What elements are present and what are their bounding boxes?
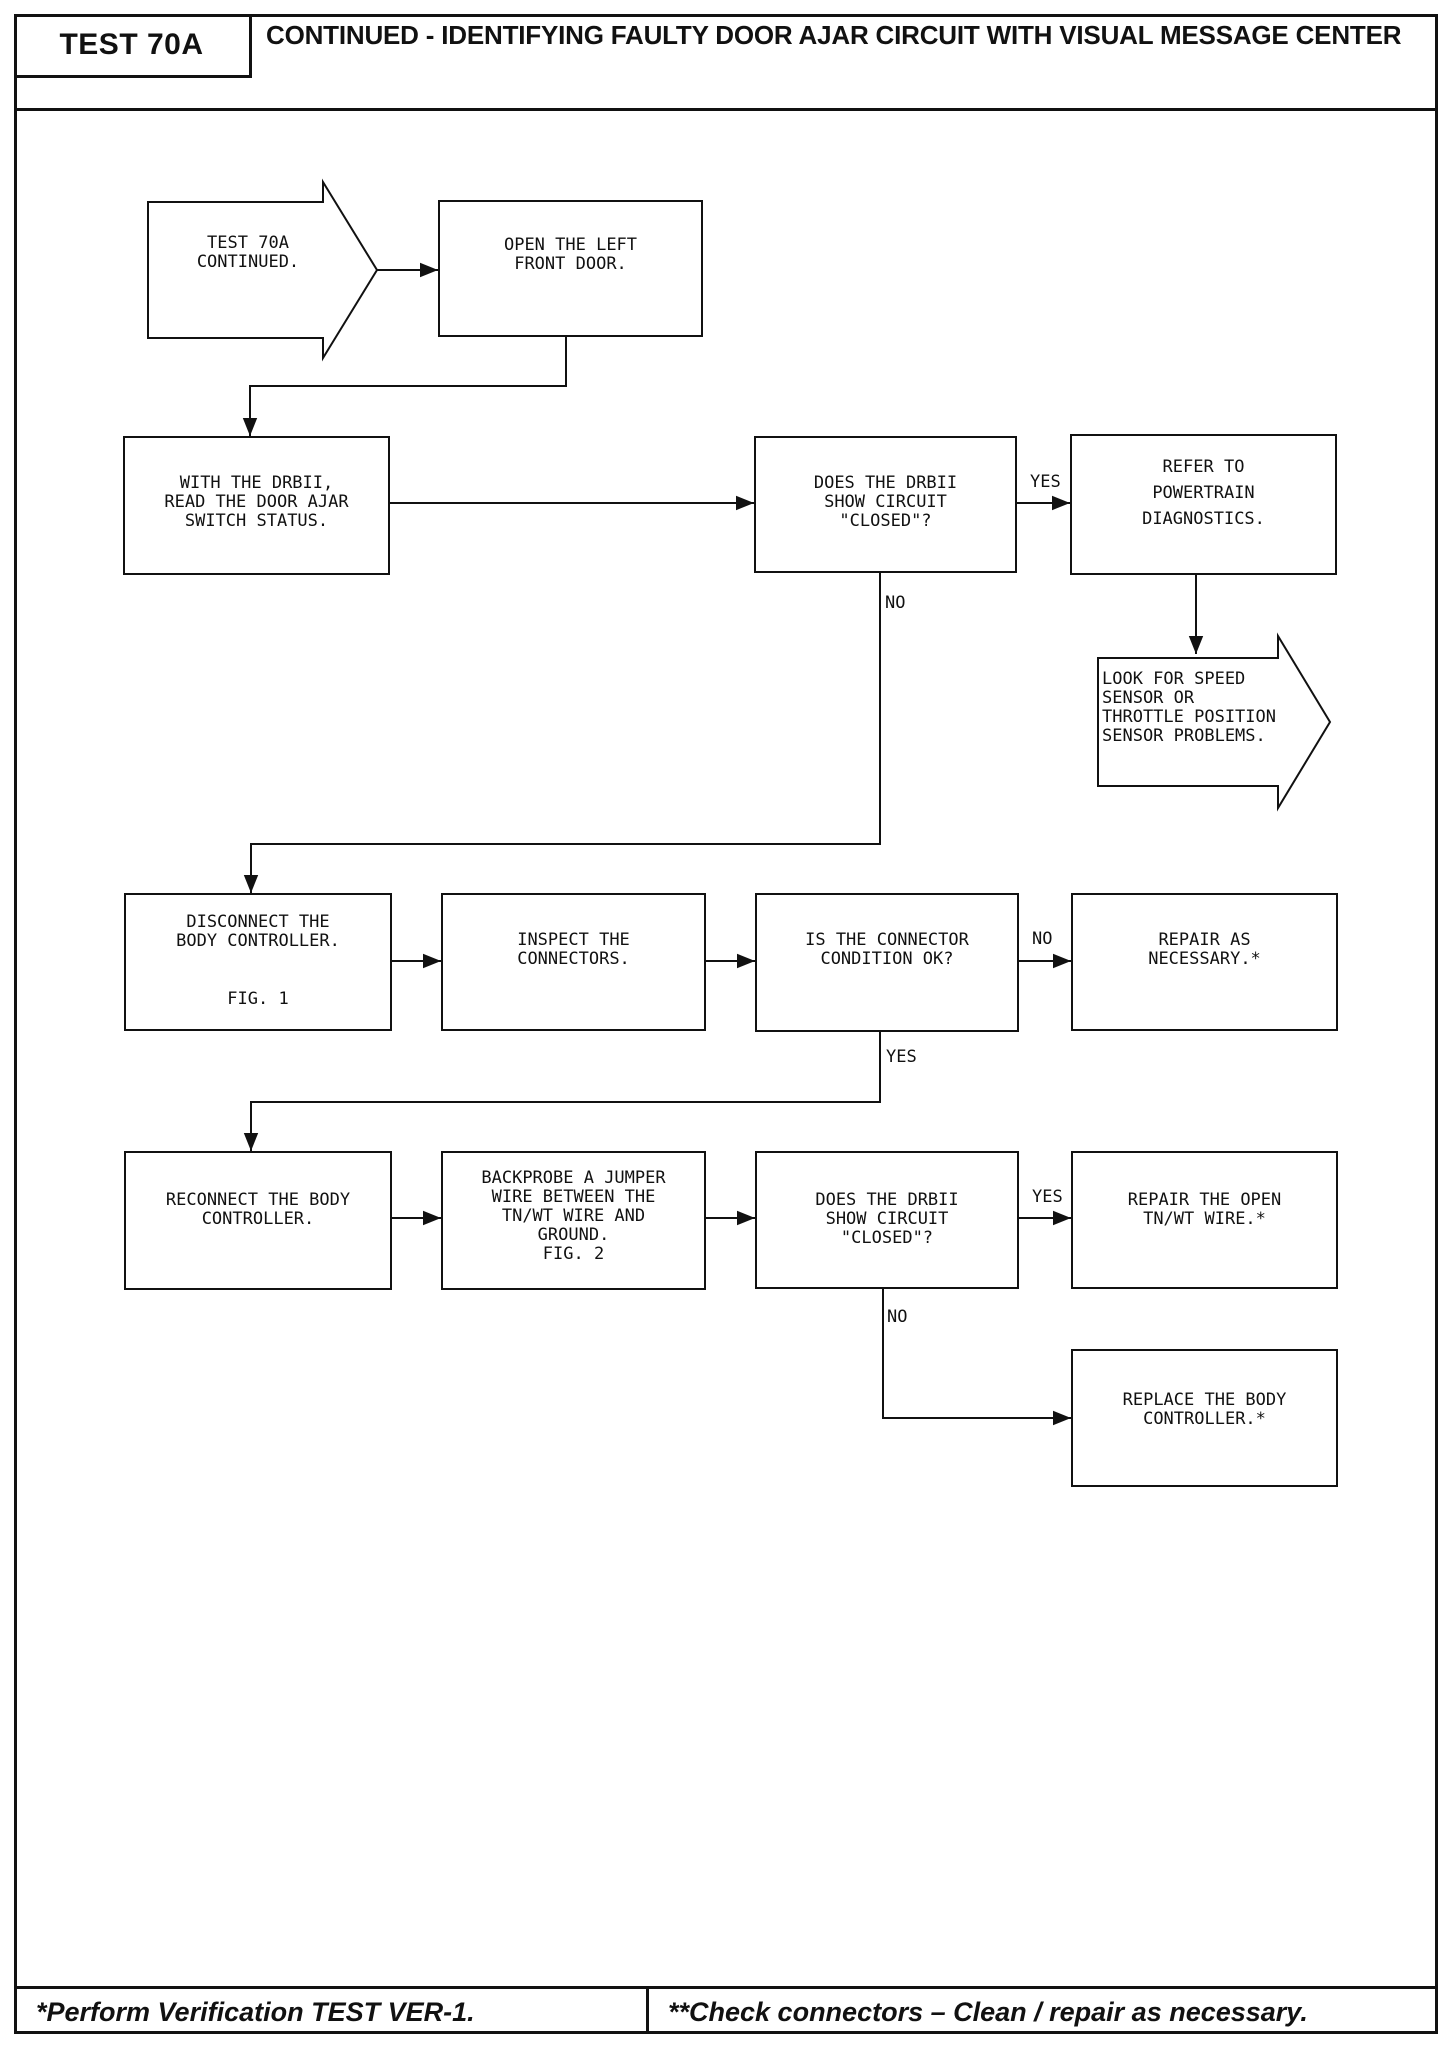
start-arrow-shape [147, 178, 379, 362]
test-label: TEST 70A [14, 14, 252, 78]
connector-ok-decision: IS THE CONNECTOR CONDITION OK? [755, 893, 1019, 1032]
page-frame [14, 14, 1438, 2034]
connector-drbii2-to-replace [882, 1289, 1071, 1426]
reconnect-box: RECONNECT THE BODY CONTROLLER. [124, 1151, 392, 1290]
fig-1-label: FIG. 1 [227, 989, 289, 1009]
footer-verification-note: *Perform Verification TEST VER-1. [36, 1996, 475, 2027]
connector-open-to-read [242, 337, 567, 436]
header-divider [14, 108, 1438, 111]
repair-necessary-box: REPAIR AS NECESSARY.* [1071, 893, 1338, 1031]
no-label-3: NO [887, 1307, 908, 1327]
no-label-1: NO [885, 593, 906, 613]
drbii-closed-decision-1: DOES THE DRBII SHOW CIRCUIT "CLOSED"? [754, 436, 1017, 573]
footer-column-divider [646, 1986, 649, 2034]
repair-open-box: REPAIR THE OPEN TN/WT WIRE.* [1071, 1151, 1338, 1289]
open-door-box: OPEN THE LEFT FRONT DOOR. [438, 200, 703, 337]
replace-box: REPLACE THE BODY CONTROLLER.* [1071, 1349, 1338, 1487]
start-arrow-text: TEST 70A CONTINUED. [196, 233, 300, 272]
disconnect-box: DISCONNECT THE BODY CONTROLLER. FIG. 1 [124, 893, 392, 1031]
connector-drbii1-to-disconnect [243, 573, 881, 893]
footer-connector-note: **Check connectors – Clean / repair as n… [668, 1996, 1308, 2027]
powertrain-box: REFER TO POWERTRAIN DIAGNOSTICS. [1070, 434, 1337, 575]
footer-divider [14, 1986, 1438, 1989]
exit-arrow-text: LOOK FOR SPEED SENSOR OR THROTTLE POSITI… [1102, 669, 1276, 746]
read-status-box: WITH THE DRBII, READ THE DOOR AJAR SWITC… [123, 436, 390, 575]
disconnect-text: DISCONNECT THE BODY CONTROLLER. [176, 912, 340, 951]
yes-label-2: YES [886, 1047, 917, 1067]
page-title: CONTINUED - IDENTIFYING FAULTY DOOR AJAR… [266, 20, 1402, 50]
drbii-closed-decision-2: DOES THE DRBII SHOW CIRCUIT "CLOSED"? [755, 1151, 1019, 1289]
no-label-2: NO [1032, 929, 1053, 949]
yes-label-3: YES [1032, 1187, 1063, 1207]
connector-connector-ok-to-reconnect [243, 1032, 881, 1151]
exit-arrow-shape [1097, 632, 1332, 812]
yes-label-1: YES [1030, 472, 1061, 492]
backprobe-box: BACKPROBE A JUMPER WIRE BETWEEN THE TN/W… [441, 1151, 706, 1290]
inspect-box: INSPECT THE CONNECTORS. [441, 893, 706, 1031]
